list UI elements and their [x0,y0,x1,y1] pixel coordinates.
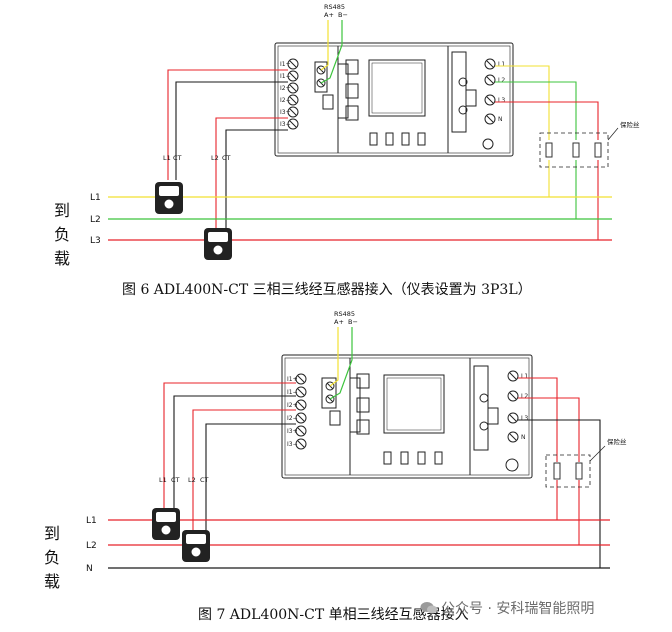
rs485-label: RS485 [334,310,355,318]
figure-7: I1+ I1− I2+ I2− I3+ I3− L1 L2 L3 N RS485… [44,310,627,591]
rs485-a-label: A+ [334,318,344,326]
load-label: 到 [54,201,70,220]
watermark: 公众号 · 安科瑞智能照明 [441,601,595,617]
load-label: 负 [54,225,70,244]
ct-clamp-icon [155,182,183,214]
term-label: L2 [498,77,505,84]
ct-terminals-fig7 [295,370,519,450]
meter-fig7 [281,354,533,479]
rs485-b-label: B− [348,318,358,326]
ct-clamp-icon [204,228,232,260]
figure-6: I1+ I1− I2+ I2− I3+ I3− L1 L2 L3 N RS485… [54,3,640,268]
line-label: L3 [90,236,101,246]
term-label: I2+ [280,85,291,92]
term-label: I2+ [287,402,298,409]
wechat-icon [420,602,437,614]
line-label: L1 [90,193,101,203]
line-label: L2 [90,215,101,225]
rs485-a-label: A+ [324,11,334,19]
ct-wire-label: CT [171,476,180,484]
fuse-label: 保险丝 [620,120,640,129]
term-label: N [498,116,503,123]
fuse-label: 保险丝 [607,437,627,446]
ct-wire-label: L2 [211,154,219,162]
load-label: 载 [54,249,70,268]
load-label: 到 [44,524,60,543]
ct-wire-label: L1 [159,476,167,484]
ct-terminal-labels-fig6: I1+ I1− I2+ I2− I3+ I3− L1 L2 L3 N [280,61,505,128]
term-label: I1+ [287,376,298,383]
term-label: I1+ [280,61,291,68]
line-label: L2 [86,541,97,551]
term-label: I1− [280,73,291,80]
term-label: L3 [521,415,528,422]
term-label: L1 [521,373,528,380]
figure-7-caption: 图 7 ADL400N-CT 单相三线经互感器接入 [198,607,469,623]
term-label: I3− [287,441,298,448]
ct-wire-label: L1 [163,154,171,162]
load-label: 载 [44,572,60,591]
term-label: I2− [287,415,298,422]
term-label: N [521,434,526,441]
term-label: L1 [498,61,505,68]
ct-wire-label: CT [200,476,209,484]
ct-terminal-labels-fig7: I1+ I1− I2+ I2− I3+ I3− L1 L2 L3 N [287,373,528,448]
figure-6-caption: 图 6 ADL400N-CT 三相三线经互感器接入（仪表设置为 3P3L） [122,282,532,298]
line-label: L1 [86,516,97,526]
ct-terminals-fig6 [287,58,496,130]
ct-clamp-icon [152,508,180,540]
term-label: I1− [287,389,298,396]
rs485-label: RS485 [324,3,345,11]
rs485-b-label: B− [338,11,348,19]
term-label: L2 [521,393,528,400]
ct-clamp-icon [182,530,210,562]
ct-wire-label: CT [173,154,182,162]
term-label: I3+ [280,109,291,116]
term-label: I2− [280,97,291,104]
term-label: I3+ [287,428,298,435]
ct-wire-label: CT [222,154,231,162]
meter-fig6 [274,42,514,157]
load-label: 负 [44,548,60,567]
line-label: N [86,564,93,574]
ct-wire-label: L2 [188,476,196,484]
term-label: I3− [280,121,291,128]
term-label: L3 [498,97,505,104]
